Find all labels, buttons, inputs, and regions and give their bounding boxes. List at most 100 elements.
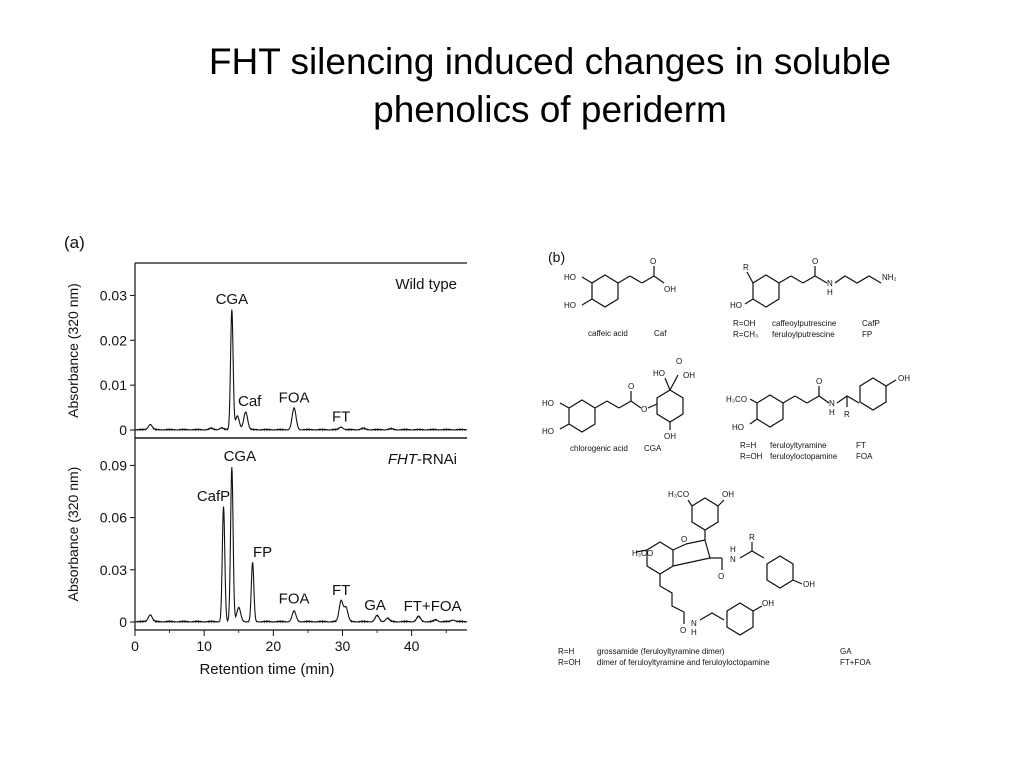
- ga-o-bottom: O: [680, 626, 686, 635]
- ga-r: R: [749, 533, 755, 542]
- slide-title-line-2: phenolics of periderm: [373, 89, 727, 130]
- ft-row2-name: feruloyloctopamine: [770, 452, 838, 461]
- peak-label: FOA: [279, 591, 310, 608]
- peak-label: FT: [332, 408, 350, 425]
- structure-chlorogenic-acid: HO HO O O HO O OH OH chlorogenic acid CG…: [542, 357, 695, 453]
- ft-row1-abbr: FT: [856, 441, 866, 450]
- caffeic-oh: OH: [664, 285, 676, 294]
- ga-row2-abbr: FT+FOA: [840, 658, 872, 667]
- cga-abbr: CGA: [644, 444, 662, 453]
- ga-n: N: [730, 555, 736, 564]
- ga-h2: H: [691, 628, 697, 637]
- ga-row1-name: grossamide (feruloyltyramine dimer): [597, 647, 725, 656]
- cafp-row1-r: R=OH: [733, 319, 756, 328]
- cafp-row2-name: feruloylputrescine: [772, 330, 835, 339]
- cafp-row1-name: caffeoylputrescine: [772, 319, 837, 328]
- cga-name: chlorogenic acid: [570, 444, 628, 453]
- ga-row2-name: dimer of feruloyltyramine and feruloyloc…: [597, 658, 770, 667]
- cga-oh-2: OH: [664, 432, 676, 441]
- peak-label: CGA: [224, 448, 257, 465]
- peak-label: FT+FOA: [404, 598, 462, 615]
- structure-ga-dimer: H₃CO OH H₃CO O O N H R OH O N H OH R=H g…: [558, 490, 872, 667]
- y-tick-label: 0.09: [100, 457, 127, 473]
- peak-label: FT: [332, 582, 350, 599]
- ga-o-amide: O: [718, 572, 724, 581]
- caffeic-o: O: [650, 257, 656, 266]
- cga-oh-1: OH: [683, 371, 695, 380]
- cafp-o: O: [812, 257, 818, 266]
- cafp-nh2: NH₂: [882, 273, 897, 282]
- chromatogram-trace: [134, 309, 467, 432]
- y-tick-label: 0.06: [100, 510, 127, 526]
- structure-cafp-fp: R HO O N H NH₂ R=OH caffeoylputrescine C…: [730, 257, 897, 339]
- slide-title-line-1: FHT silencing induced changes in soluble: [208, 41, 892, 82]
- caffeic-ho-1: HO: [564, 273, 576, 282]
- ga-row1-abbr: GA: [840, 647, 852, 656]
- cafp-row2-abbr: FP: [862, 330, 872, 339]
- ga-n2: N: [691, 619, 697, 628]
- cga-ho-1: HO: [542, 399, 554, 408]
- y-axis-label: Absorbance (320 nm): [65, 283, 81, 418]
- cafp-row2-r: R=CH₃: [733, 330, 758, 339]
- peak-label: GA: [364, 597, 386, 614]
- caffeic-abbr: Caf: [654, 329, 667, 338]
- ga-oh-bottom: OH: [762, 599, 774, 608]
- y-tick-label: 0.03: [100, 287, 127, 303]
- y-axis-label: Absorbance (320 nm): [65, 467, 81, 602]
- ft-h: H: [829, 408, 835, 417]
- cga-o-2: O: [641, 405, 647, 414]
- cga-ho-3: HO: [653, 369, 665, 378]
- x-tick-label: 30: [335, 638, 351, 654]
- ft-o: O: [816, 377, 822, 386]
- caffeic-name: caffeic acid: [588, 329, 628, 338]
- cafp-n: N: [827, 279, 833, 288]
- ga-oh-top: OH: [722, 490, 734, 499]
- ga-row1-r: R=H: [558, 647, 574, 656]
- chromatogram-trace: [134, 467, 468, 624]
- ga-h: H: [730, 545, 736, 554]
- ft-row1-r: R=H: [740, 441, 756, 450]
- peak-label: CafP: [197, 488, 230, 505]
- ga-oh-right: OH: [803, 580, 815, 589]
- ga-h3co-top: H₃CO: [668, 490, 689, 499]
- panel-b-label: (b): [548, 249, 565, 265]
- ga-o-ring: O: [681, 535, 687, 544]
- x-tick-label: 0: [131, 638, 139, 654]
- cga-o-3: O: [676, 357, 682, 366]
- structure-caffeic-acid: HO HO O OH caffeic acid Caf: [564, 257, 676, 338]
- y-tick-label: 0: [119, 422, 127, 438]
- cafp-r: R: [743, 263, 749, 272]
- cafp-row1-abbr: CafP: [862, 319, 880, 328]
- x-axis-label: Retention time (min): [199, 661, 334, 678]
- caffeic-ho-2: HO: [564, 301, 576, 310]
- ft-row2-r: R=OH: [740, 452, 763, 461]
- ft-r: R: [844, 410, 850, 419]
- chart-wild-type: 0 0.01 0.02 0.03 Absorbance (320 nm) Wild typ…: [65, 262, 467, 439]
- y-tick-label: 0.03: [100, 562, 127, 578]
- y-tick-label: 0: [119, 614, 127, 630]
- cafp-ho: HO: [730, 301, 742, 310]
- panel-a-label: (a): [64, 233, 85, 252]
- ft-row2-abbr: FOA: [856, 452, 873, 461]
- peak-label: FP: [253, 544, 272, 561]
- structures-figure: (b) HO HO O OH caffeic acid Caf R HO O N…: [542, 249, 910, 667]
- chart-title: FHT-RNAi: [388, 451, 457, 468]
- ft-ho: HO: [732, 423, 744, 432]
- ft-oh: OH: [898, 374, 910, 383]
- y-tick-label: 0.02: [100, 332, 127, 348]
- x-tick-label: 10: [196, 638, 212, 654]
- y-tick-label: 0.01: [100, 377, 127, 393]
- cga-ho-2: HO: [542, 427, 554, 436]
- x-tick-label: 40: [404, 638, 420, 654]
- ga-h3co-left: H₃CO: [632, 549, 653, 558]
- x-tick-label: 20: [266, 638, 282, 654]
- peak-label: CGA: [216, 291, 249, 308]
- cga-o-1: O: [628, 382, 634, 391]
- peak-label: FOA: [279, 389, 310, 406]
- peak-label: Caf: [238, 393, 262, 410]
- structure-ft-foa: H₃CO HO O N H R OH R=H feruloyltyramine …: [726, 374, 910, 461]
- ga-row2-r: R=OH: [558, 658, 581, 667]
- chart-title: Wild type: [395, 276, 457, 293]
